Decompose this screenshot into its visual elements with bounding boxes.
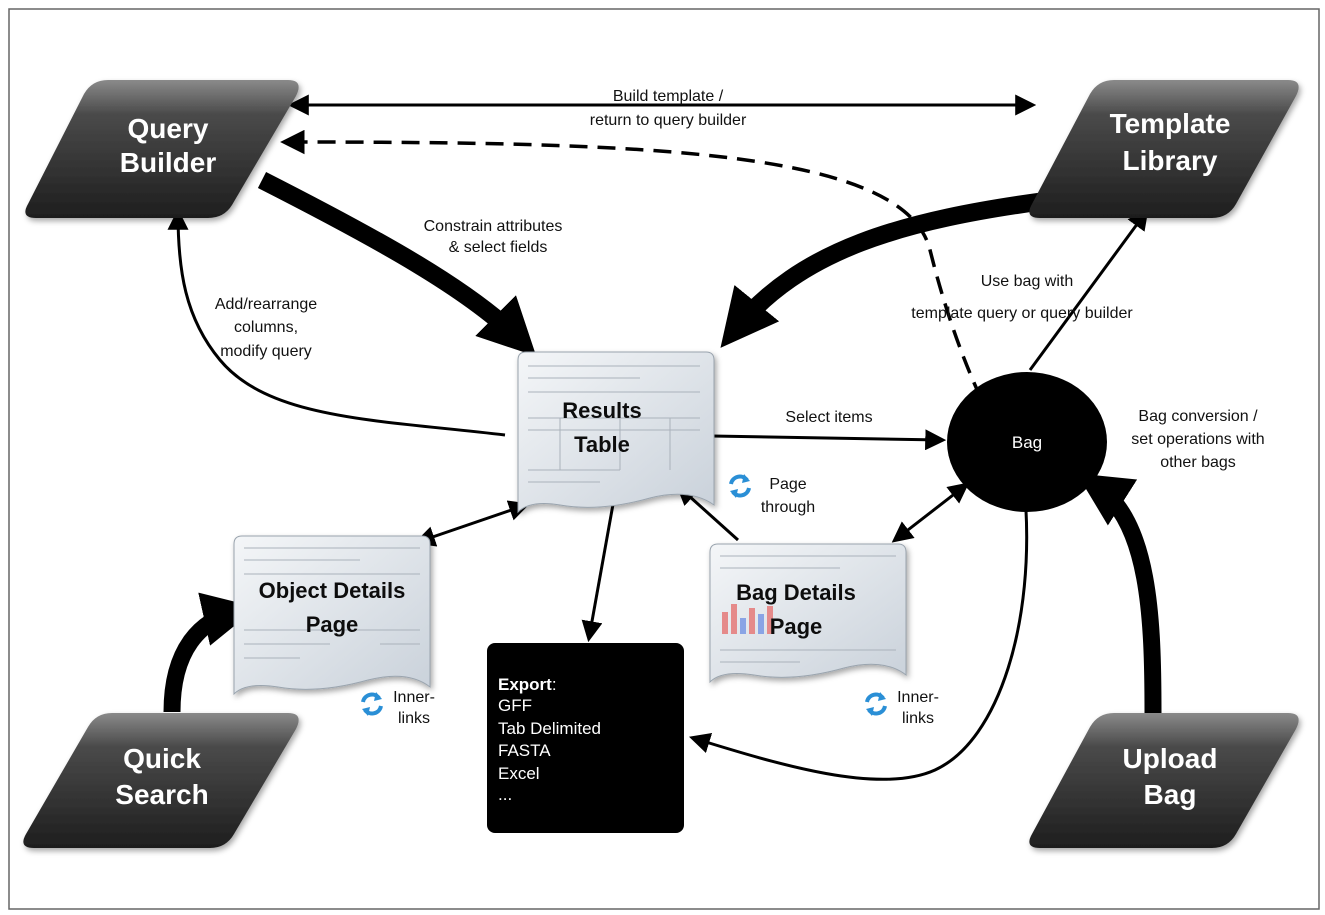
bag-details-mini-chart xyxy=(722,604,773,634)
label-constrain-line1: Constrain attributes xyxy=(424,218,563,235)
results-table-screenshot-lines xyxy=(528,365,700,483)
label-add-rearrange-line3: modify query xyxy=(220,343,312,360)
refresh-icon xyxy=(361,692,383,716)
edge-use-bag-dashed xyxy=(280,129,1024,473)
label-build-template-line2: return to query builder xyxy=(590,112,747,129)
label-add-rearrange-line1: Add/rearrange xyxy=(215,296,317,313)
object-details-doc[interactable]: Object Details Page xyxy=(233,535,431,696)
export-item-gff: GFF xyxy=(498,696,532,715)
bag-label: Bag xyxy=(1012,433,1042,452)
label-bag-conversion-line1: Bag conversion / xyxy=(1138,408,1258,425)
refresh-icon xyxy=(865,692,887,716)
export-heading: Export: xyxy=(498,675,557,694)
results-table-label-line2: Table xyxy=(574,432,630,457)
quick-search-box[interactable]: Quick Search xyxy=(23,713,299,848)
label-inner-links-right-line2: links xyxy=(902,710,934,727)
edge-bag-to-export xyxy=(688,494,1029,781)
results-table-label-line1: Results xyxy=(562,398,641,423)
bag-node[interactable]: Bag xyxy=(947,372,1107,512)
frame xyxy=(8,8,1320,910)
label-select-items: Select items xyxy=(785,409,872,426)
upload-bag-label-line2: Bag xyxy=(1144,779,1197,810)
bag-details-label-line2: Page xyxy=(770,614,823,639)
export-item-tab-delimited: Tab Delimited xyxy=(498,719,601,738)
bag-details-screenshot-lines xyxy=(720,555,896,663)
bag-details-label-line1: Bag Details xyxy=(736,580,856,605)
export-item-fasta: FASTA xyxy=(498,741,551,760)
quick-search-label-line1: Quick xyxy=(123,743,201,774)
edge-bag-bagdetails xyxy=(891,482,970,543)
export-colon: : xyxy=(552,675,557,694)
edge-qb-to-results xyxy=(257,171,537,357)
label-use-bag-line1: Use bag with xyxy=(981,273,1074,290)
upload-bag-label-line1: Upload xyxy=(1123,743,1218,774)
label-inner-links-left-line2: links xyxy=(398,710,430,727)
upload-bag-box[interactable]: Upload Bag xyxy=(1029,713,1299,848)
label-use-bag-line2: template query or query builder xyxy=(911,305,1133,322)
query-builder-label-line1: Query xyxy=(128,113,209,144)
edge-results-to-qb xyxy=(167,208,506,437)
edge-bag-to-template xyxy=(1028,208,1149,371)
label-bag-conversion-line3: other bags xyxy=(1160,454,1236,471)
edges xyxy=(163,94,1162,781)
edge-template-to-results xyxy=(720,191,1054,348)
edge-quicksearch-to-details xyxy=(163,592,258,713)
template-library-box[interactable]: Template Library xyxy=(1029,80,1299,218)
quick-search-label-line2: Search xyxy=(115,779,208,810)
label-add-rearrange-line2: columns, xyxy=(234,319,298,336)
edge-results-to-export xyxy=(581,481,619,643)
query-builder-box[interactable]: Query Builder xyxy=(25,80,299,218)
edge-labels: Build template / return to query builder… xyxy=(215,88,1265,727)
bag-details-doc[interactable]: Bag Details Page xyxy=(709,543,907,684)
label-inner-links-right-line1: Inner- xyxy=(897,689,939,706)
edge-upload-to-bag xyxy=(1076,473,1162,715)
edge-results-object-details xyxy=(414,500,530,547)
results-table-doc[interactable]: Results Table xyxy=(517,351,715,514)
label-bag-conversion-line2: set operations with xyxy=(1131,431,1264,448)
object-details-label-line2: Page xyxy=(306,612,359,637)
template-library-label-line1: Template xyxy=(1110,108,1231,139)
label-inner-links-left-line1: Inner- xyxy=(393,689,435,706)
export-item-more: ... xyxy=(498,785,512,804)
export-box[interactable]: Export: GFF Tab Delimited FASTA Excel ..… xyxy=(487,643,684,833)
edge-select-items xyxy=(711,429,947,451)
label-build-template-line1: Build template / xyxy=(613,88,724,105)
label-constrain-line2: & select fields xyxy=(449,239,548,256)
query-builder-label-line2: Builder xyxy=(120,147,217,178)
refresh-icon xyxy=(729,474,751,498)
label-page-through-line2: through xyxy=(761,499,815,516)
object-details-screenshot-lines xyxy=(244,547,420,659)
export-item-excel: Excel xyxy=(498,764,540,783)
edge-bagdetails-to-results xyxy=(675,484,740,542)
label-page-through-line1: Page xyxy=(769,476,806,493)
object-details-label-line1: Object Details xyxy=(259,578,406,603)
export-title: Export xyxy=(498,675,552,694)
template-library-label-line2: Library xyxy=(1123,145,1218,176)
